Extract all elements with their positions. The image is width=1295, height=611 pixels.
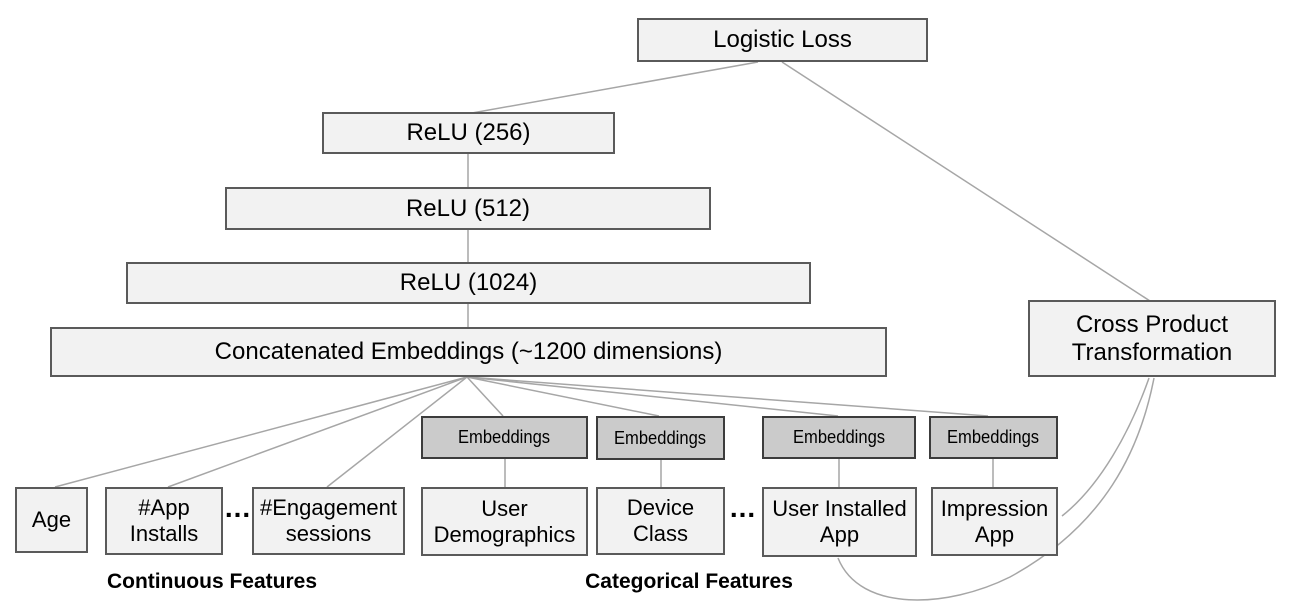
node-impression-app-label: Impression App [940, 495, 1049, 547]
node-user-demographics: User Demographics [421, 487, 588, 556]
categorical-features-label: Categorical Features [585, 570, 793, 593]
node-relu-256-label: ReLU (256) [406, 119, 531, 146]
edge-concat-emb3 [466, 376, 839, 417]
node-embeddings-user-installed-app: Embeddings [762, 416, 916, 459]
node-concatenated-embeddings: Concatenated Embeddings (~1200 dimension… [50, 327, 887, 377]
node-age-label: Age [31, 507, 72, 532]
node-relu-512-label: ReLU (512) [405, 194, 531, 222]
node-engagement-sessions: #Engagement sessions [252, 487, 405, 555]
embeddings-label: Embeddings [614, 427, 707, 448]
edge-concat-emb1 [466, 376, 504, 417]
continuous-features-label: Continuous Features [106, 570, 317, 593]
node-concatenated-embeddings-label: Concatenated Embeddings (~1200 dimension… [214, 338, 723, 365]
edge-concat-age [54, 376, 468, 488]
node-relu-1024: ReLU (1024) [126, 262, 811, 304]
edge-concat-emb2 [466, 376, 660, 417]
node-device-class-label: Device Class [626, 495, 695, 546]
edge-crossproduct-impressionapp-curve [1061, 377, 1150, 517]
node-embeddings-impression-app: Embeddings [929, 416, 1058, 459]
node-device-class: Device Class [596, 487, 725, 555]
embeddings-label: Embeddings [458, 427, 551, 447]
node-relu-256: ReLU (256) [322, 112, 615, 154]
node-logistic-loss-label: Logistic Loss [713, 26, 852, 53]
node-cross-product-transformation-label: Cross Product Transformation [1071, 310, 1233, 366]
node-user-demographics-label: User Demographics [433, 495, 576, 547]
node-user-installed-app: User Installed App [762, 487, 917, 557]
edge-concat-emb4 [466, 376, 989, 417]
edge-concat-appinstalls [167, 376, 468, 488]
edge-concat-engagement [326, 376, 468, 488]
node-user-installed-app-label: User Installed App [772, 496, 907, 547]
node-age: Age [15, 487, 88, 553]
node-engagement-sessions-label: #Engagement sessions [260, 495, 397, 546]
edge-loss-to-crossproduct [781, 61, 1151, 302]
node-embeddings-device-class: Embeddings [596, 416, 725, 460]
embeddings-label: Embeddings [792, 427, 886, 447]
node-embeddings-user-demographics: Embeddings [421, 416, 588, 459]
node-impression-app: Impression App [931, 487, 1058, 556]
node-relu-512: ReLU (512) [225, 187, 711, 230]
node-app-installs: #App Installs [105, 487, 223, 555]
node-cross-product-transformation: Cross Product Transformation [1028, 300, 1276, 377]
edge-crossproduct-userinstalledapp-curve [837, 377, 1155, 601]
ellipsis-categorical: ... [729, 492, 757, 523]
node-app-installs-label: #App Installs [129, 495, 199, 546]
node-logistic-loss: Logistic Loss [637, 18, 928, 62]
ellipsis-continuous: ... [224, 492, 252, 523]
edge-loss-to-relu256 [471, 61, 759, 114]
embeddings-label: Embeddings [947, 427, 1040, 447]
node-relu-1024-label: ReLU (1024) [399, 269, 538, 296]
